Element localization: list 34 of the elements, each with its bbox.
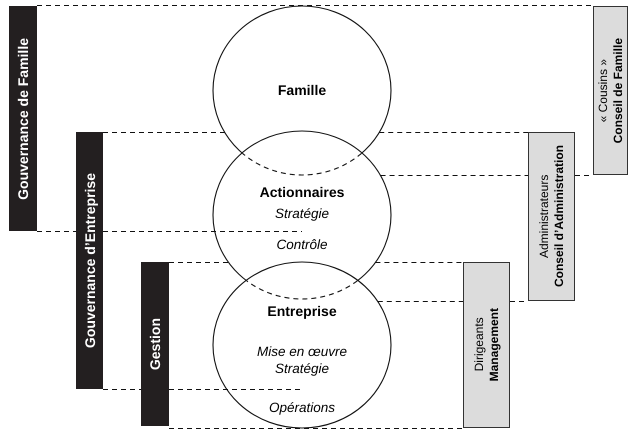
- circle-text: Stratégie: [274, 205, 330, 222]
- dashed-connector: [169, 262, 229, 264]
- dashed-connector: [37, 4, 593, 6]
- circle-title: Entreprise: [267, 303, 337, 320]
- dashed-connector: [380, 174, 528, 176]
- body-name: Conseil de Famille: [610, 38, 626, 144]
- body-name: Management: [486, 308, 502, 382]
- dashed-connector: [103, 132, 225, 134]
- circle-text: Opérations: [268, 399, 336, 416]
- dashed-connector: [169, 388, 302, 390]
- label-bar: [141, 262, 169, 426]
- role-box: [593, 6, 628, 175]
- bar-label: Gouvernance de Famille: [15, 38, 31, 200]
- role-label: Dirigeants: [472, 316, 486, 374]
- bar-label: Gestion: [147, 318, 163, 370]
- dashed-connector: [103, 230, 302, 232]
- label-bar: [9, 6, 37, 231]
- role-box: [528, 132, 575, 301]
- dashed-connector: [375, 262, 463, 264]
- label-bar: [76, 132, 103, 389]
- role-label: Administrateurs: [536, 174, 552, 260]
- dashed-connector: [103, 388, 141, 390]
- dashed-connector: [169, 428, 463, 430]
- dashed-connector: [378, 300, 463, 302]
- circle-title: Famille: [278, 82, 326, 99]
- dashed-connector: [37, 230, 76, 232]
- circle-text: Contrôle: [276, 236, 328, 253]
- circle-text: Mise en œuvre Stratégie: [256, 343, 348, 377]
- role-label: « Cousins »: [596, 58, 610, 124]
- dashed-connector: [379, 132, 528, 134]
- body-name: Conseil d’Administration: [552, 145, 566, 288]
- role-box: [463, 262, 510, 428]
- circle-title: Actionnaires: [260, 184, 344, 201]
- bar-label: Gouvernance d’Entreprise: [82, 172, 98, 348]
